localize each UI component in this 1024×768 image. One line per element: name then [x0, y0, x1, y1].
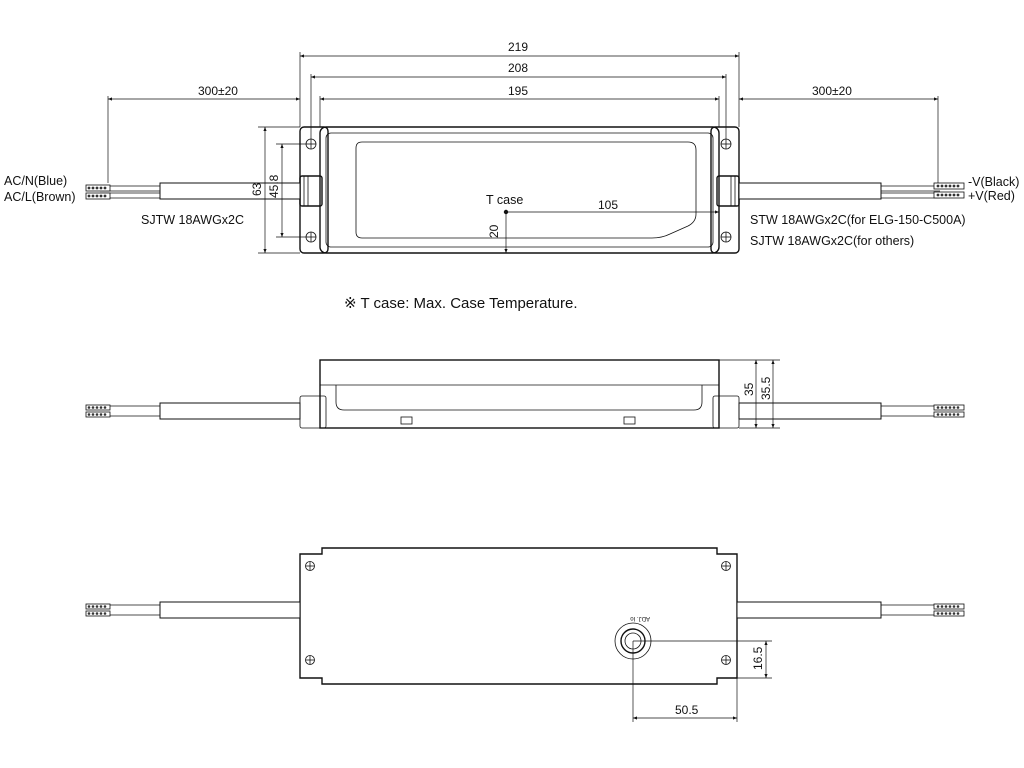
dim-line-300-left: [107, 96, 300, 183]
dim-line-45-8: [276, 143, 306, 238]
screw-hole-icon: [720, 138, 732, 150]
dim-50-5: 50.5: [675, 703, 699, 717]
side-slot: [400, 416, 413, 425]
screw-hole-icon: [305, 138, 317, 150]
housing-inner-edge: [325, 132, 714, 248]
screw-hole-icon: [721, 655, 731, 665]
dim-line-16-5: [633, 640, 772, 679]
dim-35: 35: [742, 382, 756, 396]
dim-line-219: [299, 52, 740, 127]
screw-hole-icon: [305, 561, 315, 571]
housing: [319, 126, 720, 254]
left-cable-spec: SJTW 18AWGx2C: [141, 213, 244, 227]
side-slot: [623, 416, 636, 425]
side-view: 35 35.5: [85, 359, 965, 429]
bottom-housing: [299, 547, 738, 685]
tcase-note: ※ T case: Max. Case Temperature.: [344, 295, 578, 312]
dim-300-left: 300±20: [198, 84, 238, 98]
dim-16-5: 16.5: [751, 646, 765, 670]
dim-105: 105: [598, 198, 618, 212]
screw-hole-icon: [721, 561, 731, 571]
bottom-view: ADJ. Io 16.5 50.5: [85, 547, 965, 722]
dim-300-right: 300±20: [812, 84, 852, 98]
right-wire-ends: [933, 182, 965, 199]
right-cable: [738, 182, 882, 200]
right-cable-gland: [716, 175, 740, 207]
dim-35-5: 35.5: [759, 376, 773, 400]
label-area: [355, 141, 697, 239]
dim-45-8: 45.8: [267, 174, 281, 198]
dim-20: 20: [487, 224, 501, 238]
dim-line-300-right: [739, 96, 939, 183]
left-wire-label-1: AC/N(Blue): [4, 174, 67, 188]
dim-line-50-5: [632, 641, 738, 722]
side-left-gland: [299, 395, 327, 429]
right-cable-spec-2: SJTW 18AWGx2C(for others): [750, 234, 914, 248]
side-housing: [319, 359, 720, 429]
top-view: T case 20 105 219 208 195 300±20 300: [4, 40, 1019, 254]
screw-hole-icon: [720, 231, 732, 243]
dim-line-63: [258, 126, 300, 254]
right-wire-label-2: +V(Red): [968, 189, 1015, 203]
side-right-gland: [712, 395, 740, 429]
screw-hole-icon: [305, 655, 315, 665]
dim-line-35: [719, 359, 780, 429]
left-wire-ends: [85, 184, 111, 200]
left-cable-gland: [299, 175, 323, 207]
tcase-label: T case: [486, 193, 523, 207]
left-wire-label-2: AC/L(Brown): [4, 190, 76, 204]
dim-208: 208: [508, 61, 528, 75]
screw-hole-icon: [305, 231, 317, 243]
dim-219: 219: [508, 40, 528, 54]
side-inner-contour: [335, 385, 703, 411]
adj-label: ADJ. Io: [630, 615, 650, 621]
dim-line-208: [310, 74, 727, 139]
dim-195: 195: [508, 84, 528, 98]
dim-63: 63: [250, 182, 264, 196]
dim-line-195: [319, 96, 720, 127]
right-cable-spec-1: STW 18AWGx2C(for ELG-150-C500A): [750, 213, 966, 227]
right-wire-label-1: -V(Black): [968, 175, 1019, 189]
